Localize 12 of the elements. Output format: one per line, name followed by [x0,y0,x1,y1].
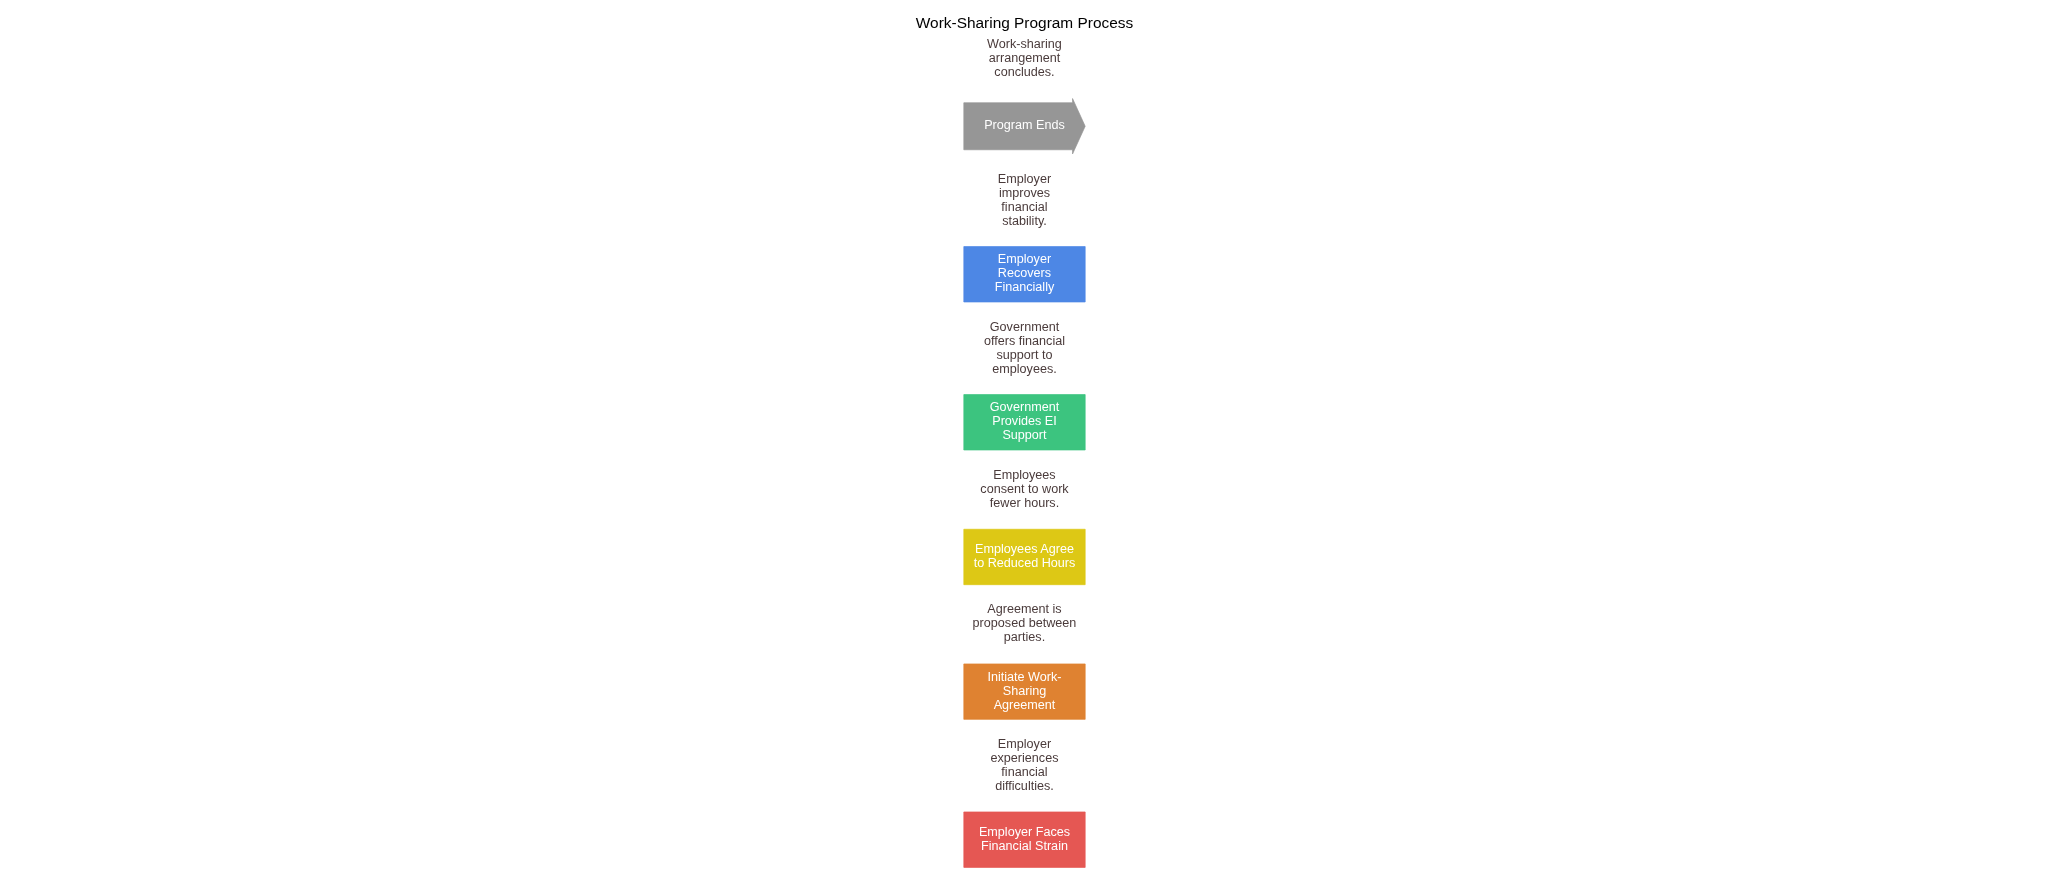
node-box: Employees Agree to Reduced Hours [962,528,1086,586]
node-label: Government offers financial support to employees. [983,319,1065,376]
node-label: Agreement is proposed between parties. [972,602,1076,645]
node-box: Government Provides EI Support [962,394,1086,451]
node-box: Employer Faces Financial Strain [962,811,1086,868]
node-label: Work-sharing arrangement concludes. [986,36,1062,80]
diagram-title: Work-Sharing Program Process [915,13,1133,31]
node-box: Employer Recovers Financially [962,246,1086,303]
node-label: Employees consent to work fewer hours. [979,467,1069,510]
node-label: Employer improves financial stability. [997,171,1051,228]
node-box: Initiate Work-Sharing Agreement [962,663,1086,720]
node-label: Employer experiences financial difficulties. [990,737,1058,794]
